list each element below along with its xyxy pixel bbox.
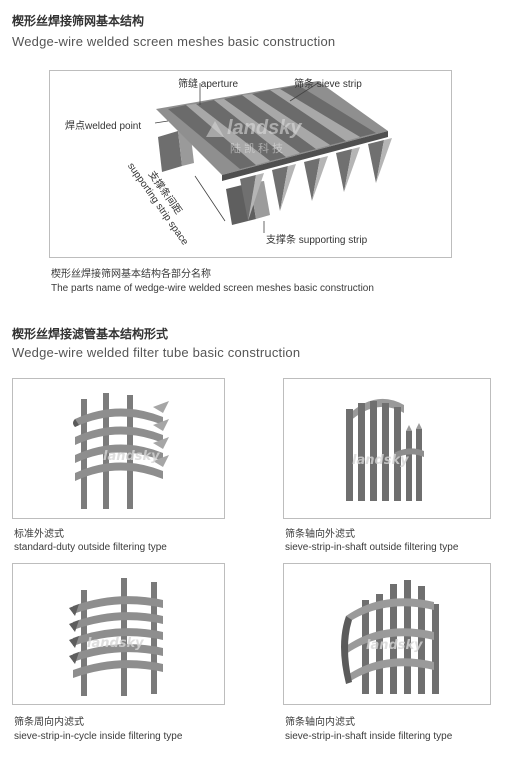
- wedge-wire-mesh-illustration: [154, 81, 392, 233]
- panel4-caption-cn: 筛条轴向内滤式: [285, 717, 355, 728]
- panel2-logo: landsky: [352, 453, 409, 468]
- panel4-caption-en: sieve-strip-in-shaft inside filtering ty…: [285, 731, 453, 742]
- panel-standard-outside: landsky: [12, 378, 225, 519]
- section1-caption-cn: 楔形丝焊接筛网基本结构各部分名称: [51, 269, 211, 280]
- panel4-logo: landsky: [366, 638, 423, 653]
- section1-caption-en: The parts name of wedge-wire welded scre…: [51, 283, 374, 294]
- section2-title-en: Wedge-wire welded filter tube basic cons…: [12, 345, 301, 360]
- label-aperture: 筛缝 aperture: [178, 79, 239, 90]
- tube-shaft-outside-illustration: [346, 398, 424, 501]
- label-welded-point: 焊点welded point: [65, 121, 142, 132]
- panel3-caption-en: sieve-strip-in-cycle inside filtering ty…: [14, 731, 183, 742]
- logo-brand-cn: 陆凯科技: [230, 142, 286, 155]
- panel3-caption-cn: 筛条周向内滤式: [14, 717, 84, 728]
- label-sieve-strip: 筛条 sieve strip: [294, 79, 362, 90]
- panel1-caption-en: standard-duty outside filtering type: [14, 542, 167, 553]
- panel1-caption-cn: 标准外滤式: [14, 529, 64, 540]
- panel-shaft-outside: landsky: [283, 378, 491, 519]
- panel2-caption-cn: 筛条轴向外滤式: [285, 529, 355, 540]
- logo-mark-icon: [206, 120, 224, 137]
- logo-brand: landsky: [227, 117, 302, 139]
- section1-title-en: Wedge-wire welded screen meshes basic co…: [12, 34, 336, 49]
- panel-shaft-inside: landsky: [283, 563, 491, 705]
- section2-title-cn: 楔形丝焊接滤管基本结构形式: [12, 327, 169, 341]
- landsky-logo: landsky 陆凯科技: [206, 117, 301, 156]
- panel2-caption-en: sieve-strip-in-shaft outside filtering t…: [285, 542, 459, 553]
- panel-cycle-inside: landsky: [12, 563, 225, 705]
- tube-cycle-inside-illustration: [69, 578, 163, 696]
- tube-shaft-inside-illustration: [341, 580, 439, 694]
- tube-standard-outside-illustration: [73, 393, 169, 509]
- section1-title-cn: 楔形丝焊接筛网基本结构: [12, 14, 145, 28]
- label-supporting-strip: 支撑条 supporting strip: [266, 235, 368, 246]
- panel1-logo: landsky: [103, 449, 160, 464]
- mesh-diagram-frame: landsky 陆凯科技 筛缝 aperture 筛条 sieve strip …: [49, 70, 452, 258]
- panel3-logo: landsky: [87, 636, 144, 651]
